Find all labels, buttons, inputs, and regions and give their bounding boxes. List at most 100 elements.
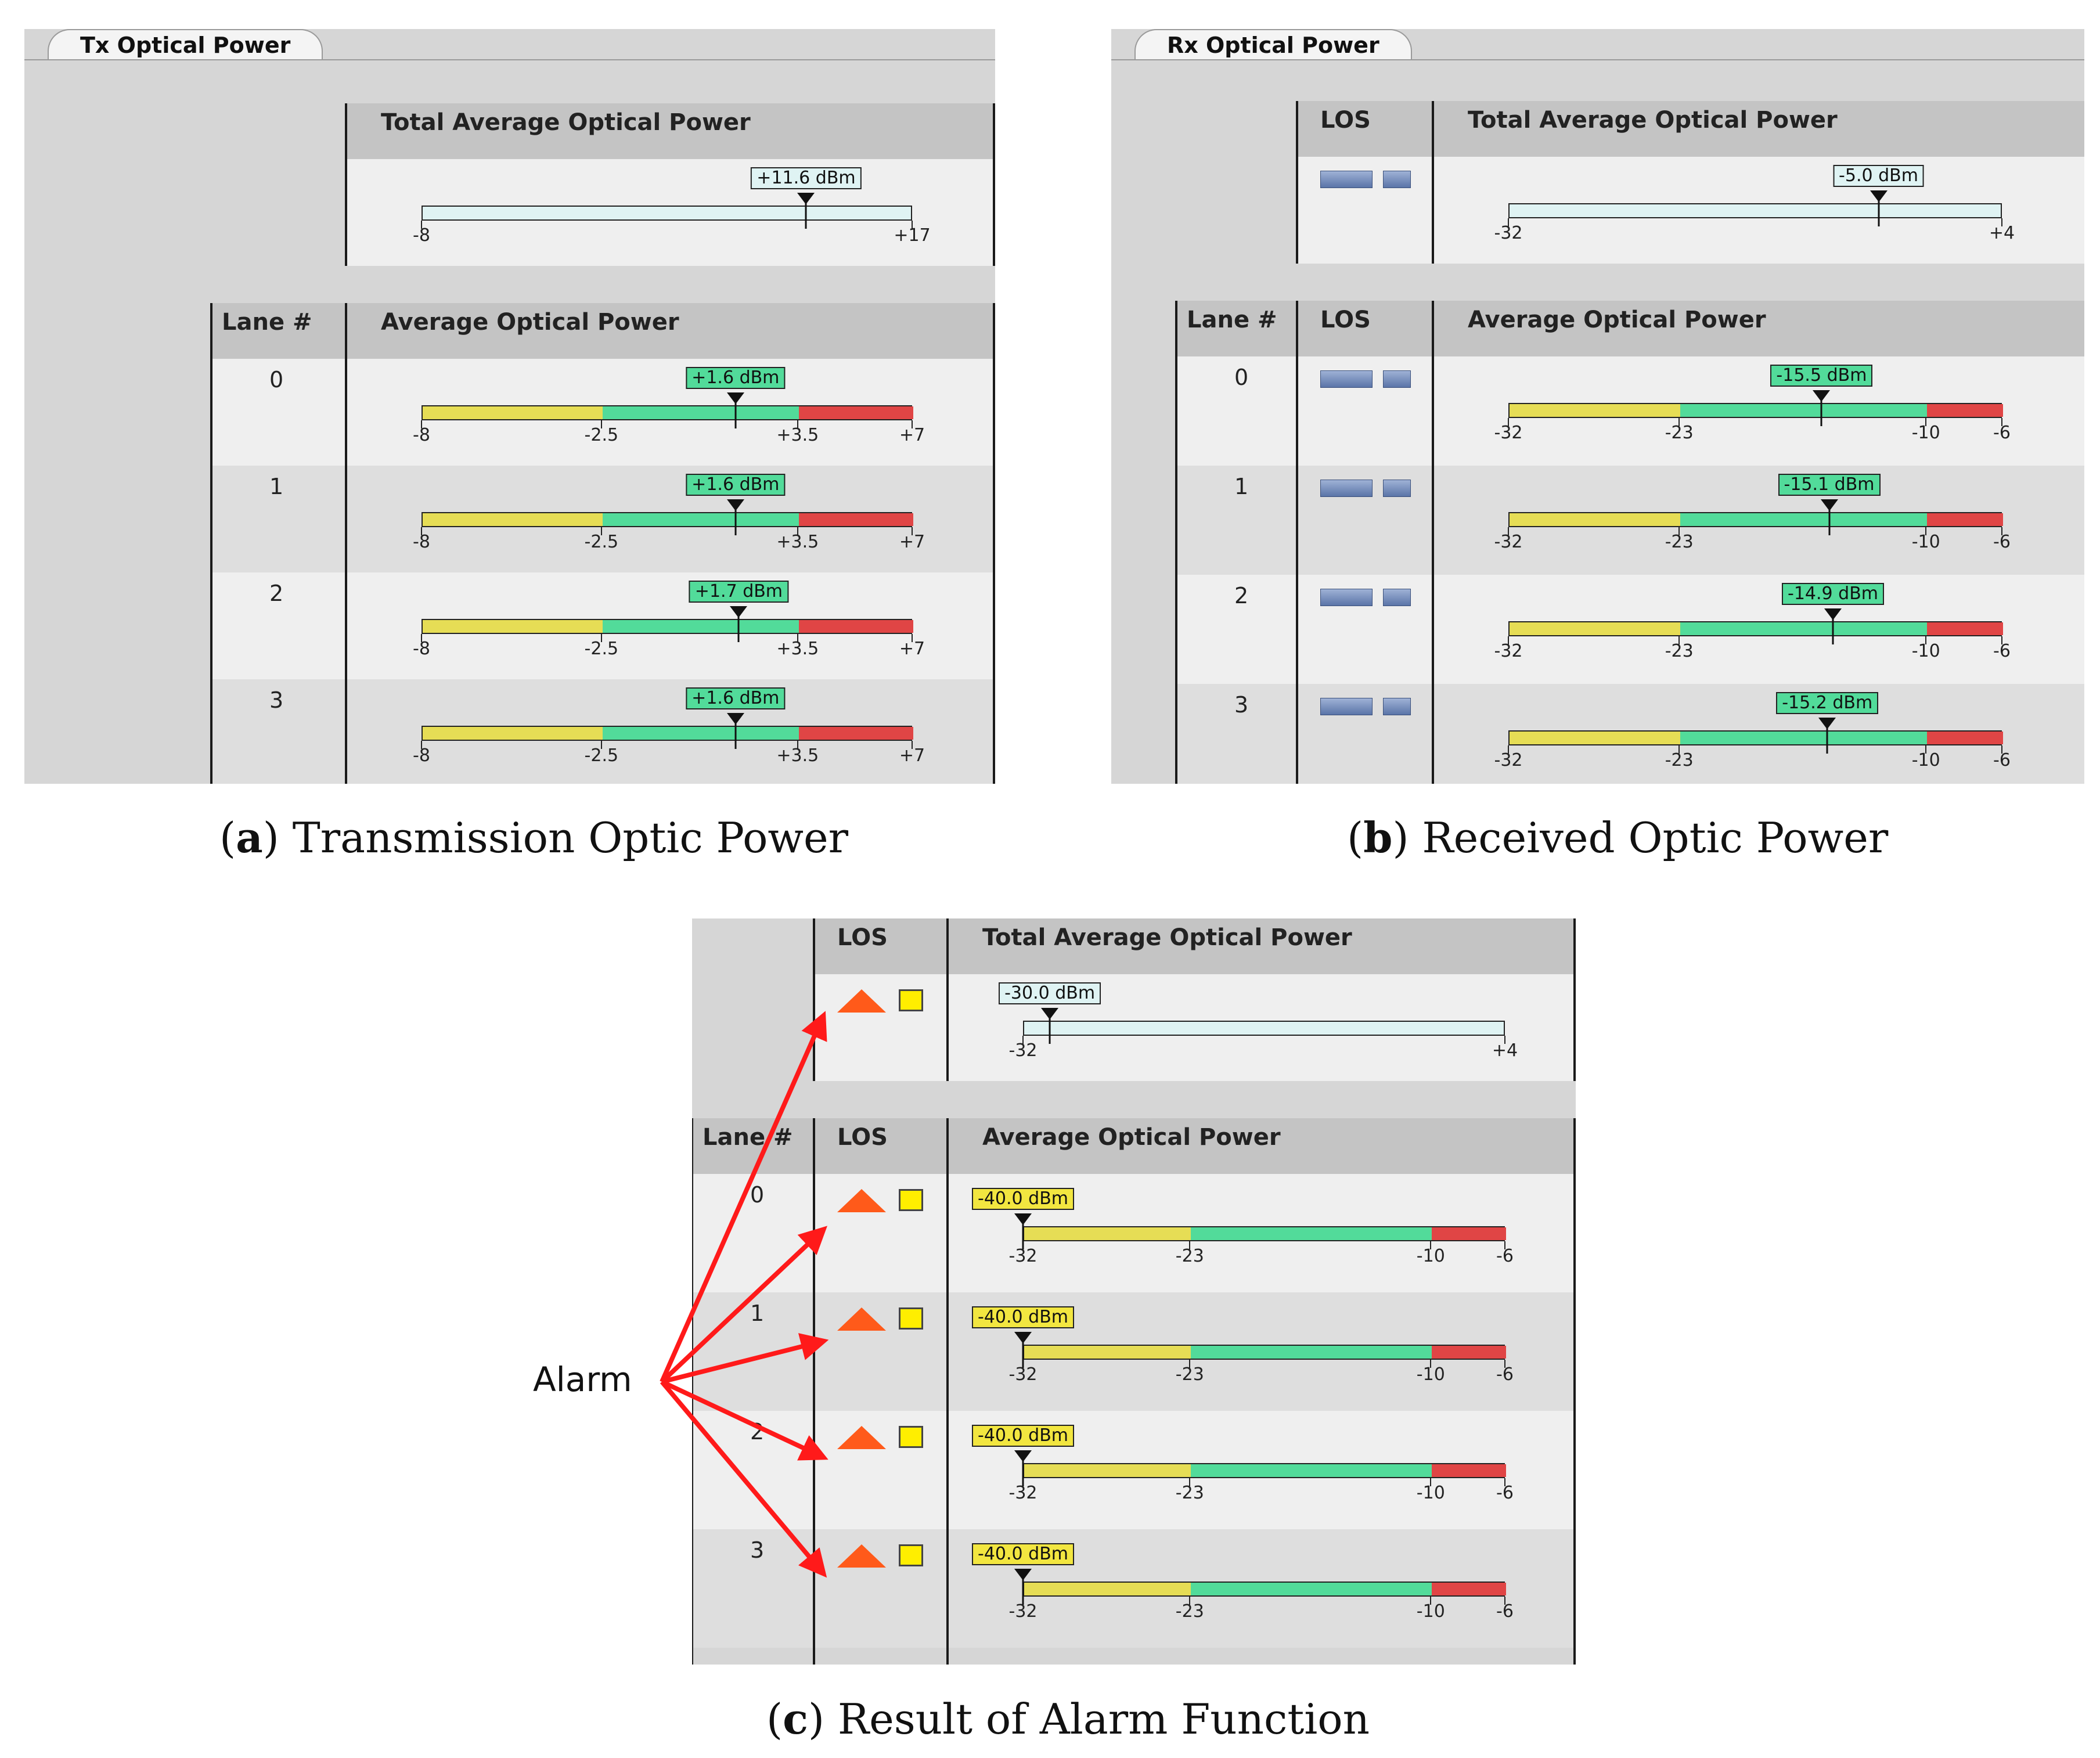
tx-lane-3-seg-normal: [602, 727, 799, 740]
alarm-lane-3-tick-label: -10: [1416, 1601, 1445, 1622]
tx-lane-2-tick-label: +3.5: [776, 639, 819, 659]
alarm-lane-1-tick-label: -23: [1175, 1364, 1204, 1385]
tx-lane-1-tick-label: -2.5: [584, 532, 619, 552]
alarm-right-divider: [1573, 918, 1576, 1081]
tx-total-value-label: +11.6 dBm: [751, 167, 862, 189]
rx-lane-0-tickmark: [2001, 418, 2002, 426]
tx-lane-2-tickmark: [600, 634, 602, 642]
alarm-lane-3-tickmark: [1430, 1597, 1432, 1605]
alarm-triangle-icon: [837, 1426, 886, 1449]
rx-lane-1-pointer-icon: [1820, 499, 1838, 511]
tx-lane-3-tick-label: +7: [899, 745, 925, 766]
alarm-lane-2-seg-low: [1024, 1464, 1191, 1477]
alarm-lane-3-seg-normal: [1191, 1583, 1432, 1595]
alarm-lane-2-tickmark: [1189, 1478, 1191, 1486]
tx-lane-2-value-label: +1.7 dBm: [689, 581, 789, 603]
alarm-avg-header: Average Optical Power: [948, 1118, 1576, 1174]
alarm-square-icon: [899, 1307, 923, 1330]
rx-lane-0-pointer-stem: [1820, 401, 1822, 426]
tx-lane-2-tickmark: [797, 634, 798, 642]
tx-total-meter: [422, 206, 912, 221]
rx-lane-3-tick-label: -10: [1911, 750, 1940, 770]
tx-column-divider: [345, 103, 347, 266]
rx-lane-3-tickmark: [1508, 745, 1509, 754]
rx-total-meter: [1508, 203, 2002, 218]
tx-lane-number: 3: [269, 687, 284, 713]
tx-lane-1-tickmark: [421, 527, 422, 535]
alarm-lane-0-los-indicator: [837, 1188, 930, 1216]
alarm-square-icon: [899, 1544, 923, 1566]
rx-lane-number: 2: [1234, 583, 1249, 608]
alarm-lane-1-value-label: -40.0 dBm: [971, 1306, 1075, 1328]
alarm-lane-2-pointer-icon: [1014, 1450, 1032, 1462]
rx-lane-2-pointer-stem: [1832, 619, 1834, 644]
rx-lane-2-seg-normal: [1680, 622, 1928, 635]
alarm-triangle-icon: [837, 1307, 886, 1331]
rx-lane-1-tickmark: [1508, 527, 1509, 535]
tx-lane-2-pointer-icon: [730, 606, 748, 618]
alarm-lane-0-seg-high: [1432, 1227, 1506, 1240]
alarm-lane-0-meter: [1023, 1226, 1506, 1241]
tab-rx-optical-power[interactable]: Rx Optical Power: [1134, 29, 1412, 60]
caption-b: (b) Received Optic Power: [1347, 813, 1889, 862]
rx-lane-3-tickmark: [1925, 745, 1927, 754]
alarm-triangle-icon: [837, 1189, 886, 1212]
tx-lane-number: 1: [269, 474, 284, 499]
rx-total-los-header: LOS: [1297, 101, 1433, 157]
rx-lane-0-tick-label: -23: [1665, 423, 1694, 443]
rx-lane-2-tickmark: [1925, 636, 1927, 644]
tx-lane-number: 2: [269, 581, 284, 606]
alarm-lane-2-tickmark: [1504, 1478, 1505, 1486]
tx-lane-3-tick-label: -2.5: [584, 745, 619, 766]
rx-lane-1-tick-label: -23: [1665, 532, 1694, 552]
alarm-lane-1-tick-label: -6: [1496, 1364, 1514, 1385]
rx-lane-0-tickmark: [1508, 418, 1509, 426]
tab-tx-optical-power[interactable]: Tx Optical Power: [48, 29, 323, 60]
rx-lane-1-tickmark: [1925, 527, 1927, 535]
alarm-lane-3-pointer-icon: [1014, 1569, 1032, 1580]
alarm-lane-1-los-indicator: [837, 1306, 930, 1334]
rx-lane-1-seg-high: [1927, 513, 2003, 526]
tx-total-tickmark: [421, 221, 422, 229]
rx-lane-2-pointer-icon: [1824, 608, 1842, 620]
rx-total-value-label: -5.0 dBm: [1833, 165, 1924, 187]
tx-lane-2-tick-label: -2.5: [584, 639, 619, 659]
rx-lane-los-header: LOS: [1297, 301, 1433, 356]
rx-lane-2-los-icon-a: [1320, 589, 1373, 606]
rx-lane-0-seg-normal: [1680, 404, 1928, 417]
tx-lane-3-tickmark: [797, 741, 798, 749]
tx-total-tick-label: -8: [413, 225, 430, 246]
alarm-lane-0-seg-normal: [1191, 1227, 1432, 1240]
rx-lane-0-value-label: -15.5 dBm: [1770, 365, 1873, 387]
alarm-total-tick-label: -32: [1008, 1040, 1038, 1061]
alarm-lane-2-tick-label: -6: [1496, 1483, 1514, 1503]
rx-lane-0-meter: [1508, 403, 2003, 418]
tx-right-divider: [993, 303, 995, 784]
alarm-lane-3-pointer-stem: [1022, 1579, 1024, 1605]
tx-lane-3-seg-low: [423, 727, 603, 740]
rx-lane-1-tick-label: -10: [1911, 532, 1940, 552]
alarm-lane-0-value-label: -40.0 dBm: [971, 1188, 1075, 1210]
alarm-lane-2-los-indicator: [837, 1425, 930, 1453]
rx-lane-2-tick-label: -23: [1665, 641, 1694, 661]
rx-avg-header: Average Optical Power: [1433, 301, 2084, 356]
tx-lane-2-meter: [422, 619, 913, 634]
rx-total-header: Total Average Optical Power: [1433, 101, 2084, 157]
rx-total-los-icon-a: [1320, 171, 1373, 188]
rx-lane-2-tickmark: [2001, 636, 2002, 644]
tx-total-header: Total Average Optical Power: [346, 103, 995, 159]
alarm-lane-1-tickmark: [1430, 1360, 1432, 1368]
tx-column-divider: [345, 303, 347, 784]
rx-lane-2-tick-label: -32: [1494, 641, 1523, 661]
tx-lane-1-value-label: +1.6 dBm: [686, 474, 786, 496]
rx-lane-2-meter: [1508, 621, 2003, 636]
alarm-lane-3-value-label: -40.0 dBm: [971, 1543, 1075, 1565]
rx-column-divider: [1296, 301, 1298, 784]
alarm-total-los-indicator: [837, 988, 930, 1016]
caption-c: (c) Result of Alarm Function: [766, 1694, 1370, 1743]
alarm-lane-1-pointer-icon: [1014, 1332, 1032, 1343]
tx-lane-0-tick-label: -8: [413, 425, 430, 445]
tx-lane-2-pointer-stem: [737, 617, 740, 642]
